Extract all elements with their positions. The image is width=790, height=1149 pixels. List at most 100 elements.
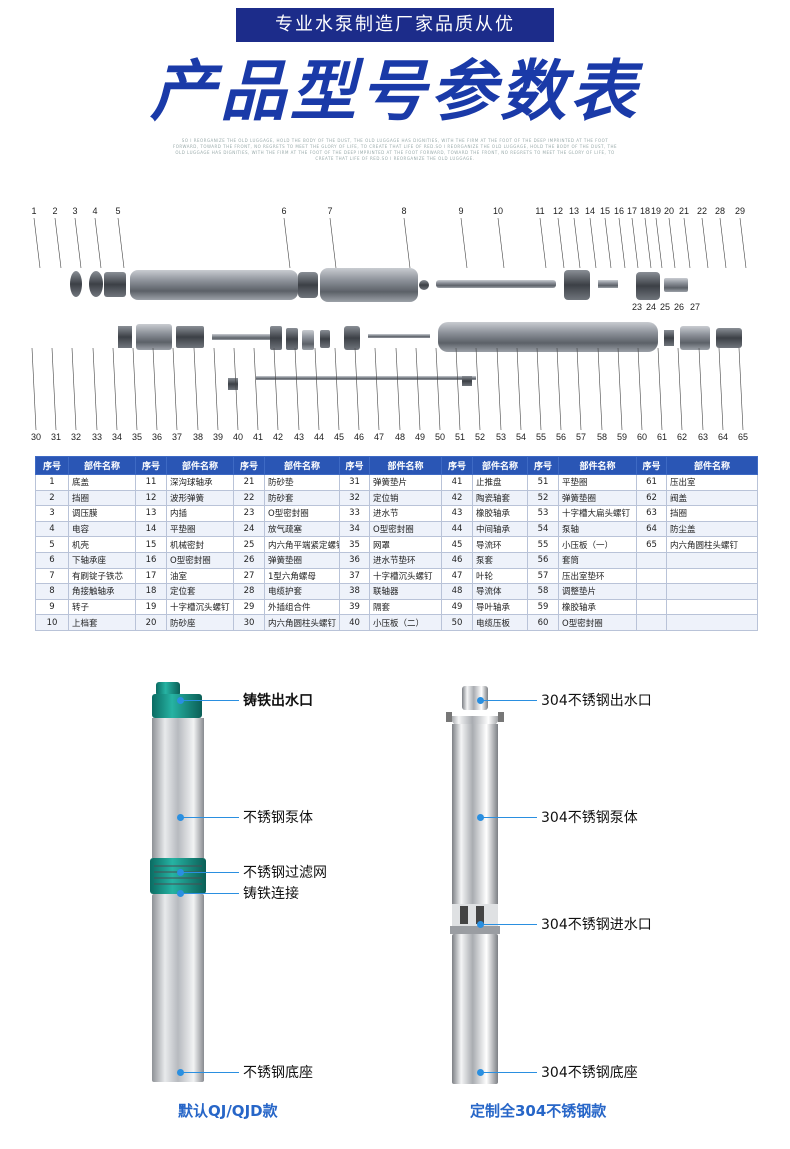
right-outlet-label: 304不锈钢出水口 (541, 693, 652, 709)
part-number-label: 4 (92, 206, 97, 216)
leader-line (496, 347, 502, 431)
part-number-label: 14 (585, 206, 595, 216)
leader-line (557, 217, 565, 269)
part-name-cell: 隔套 (369, 598, 442, 616)
leader-line (54, 217, 62, 269)
right-pump-image (442, 686, 508, 1086)
part-number-cell: 35 (339, 536, 370, 553)
marker-right-body (477, 814, 484, 821)
leader-line (334, 347, 340, 431)
part-number-cell: 61 (636, 474, 667, 491)
part-number-label: 36 (152, 432, 162, 442)
part-number-label: 51 (455, 432, 465, 442)
leader-line (31, 347, 37, 431)
part-name-cell: 底盖 (68, 474, 136, 491)
part-number-label: 2 (52, 206, 57, 216)
part-name-cell: 角接触轴承 (68, 583, 136, 600)
marker-left-outlet (177, 697, 184, 704)
part-number-label: 29 (735, 206, 745, 216)
left-model-name: 默认QJ/QJD款 (178, 1102, 278, 1120)
part-number-cell: 55 (527, 536, 559, 553)
part-number-label: 15 (600, 206, 610, 216)
leader-line (683, 217, 691, 269)
part-number-cell: 58 (527, 583, 559, 600)
part-number-label: 54 (516, 432, 526, 442)
part-number-cell: 24 (233, 520, 265, 538)
marker-right-outlet (477, 697, 484, 704)
marker-right-inlet (477, 921, 484, 928)
leader-left-filter (181, 872, 239, 873)
part-number-cell: 54 (527, 520, 559, 538)
leader-line (719, 217, 727, 269)
leader-line (536, 347, 542, 431)
leader-line (403, 217, 411, 269)
part-name-cell: 止推盘 (472, 474, 528, 491)
part-number-label: 12 (553, 206, 563, 216)
part-name-cell: 内六角圆柱头螺钉 (264, 614, 340, 631)
leader-line (132, 347, 138, 431)
part-number-label: 5 (115, 206, 120, 216)
part-number-label: 42 (273, 432, 283, 442)
part-number-label: 60 (637, 432, 647, 442)
leader-line (92, 347, 98, 431)
part-number-cell: 22 (233, 489, 265, 507)
part-number-cell: 33 (339, 505, 370, 522)
leader-line (455, 347, 461, 431)
table-header-cell: 部件名称 (558, 456, 637, 475)
left-connector-label: 铸铁连接 (243, 886, 299, 902)
part-number-label: 8 (401, 206, 406, 216)
part-name-cell: 泵轴 (558, 520, 637, 538)
table-header-cell: 部件名称 (68, 456, 136, 475)
part-number-cell: 64 (636, 520, 667, 538)
leader-line (415, 347, 421, 431)
part-number-cell: 62 (636, 489, 667, 507)
part-number-label: 22 (697, 206, 707, 216)
part-name-cell: 定位销 (369, 489, 442, 507)
part-number-cell: 34 (339, 520, 370, 538)
right-base-label: 304不锈钢底座 (541, 1065, 638, 1081)
part-number-label: 45 (334, 432, 344, 442)
part-name-cell: 弹簧垫片 (369, 474, 442, 491)
part-number-cell: 13 (135, 505, 167, 522)
leader-line (556, 347, 562, 431)
leader-line (435, 347, 441, 431)
leader-lines (31, 217, 747, 431)
part-number-label: 24 (646, 302, 656, 312)
leader-line (604, 217, 612, 269)
part-number-cell: 16 (135, 551, 167, 569)
part-name-cell: 弹簧垫圈 (264, 551, 340, 569)
marker-left-filter (177, 869, 184, 876)
part-number-cell: 21 (233, 474, 265, 491)
decorative-fine-print: SO I REORGANIZE THE OLD LUGGAGE, HOLD TH… (172, 138, 618, 161)
diagram-lower-row (118, 322, 742, 390)
left-body-label: 不锈钢泵体 (243, 810, 313, 826)
table-header-cell: 序号 (135, 456, 167, 475)
leader-line (738, 347, 744, 431)
part-number-label: 34 (112, 432, 122, 442)
part-name-cell: 外插组合件 (264, 598, 340, 616)
part-number-label: 62 (677, 432, 687, 442)
leader-line (294, 347, 300, 431)
table-header-cell: 序号 (233, 456, 265, 475)
part-name-cell: O型密封圈 (166, 551, 234, 569)
part-name-cell: 调压膜 (68, 505, 136, 522)
part-number-cell: 48 (441, 583, 473, 600)
part-number-label: 7 (327, 206, 332, 216)
part-number-label: 59 (617, 432, 627, 442)
part-number-cell: 7 (35, 567, 69, 585)
leader-line (283, 217, 291, 269)
part-name-cell: 定位套 (166, 583, 234, 600)
table-header-cell: 序号 (339, 456, 370, 475)
table-header-cell: 部件名称 (166, 456, 234, 475)
leader-line (314, 347, 320, 431)
part-number-cell: 25 (233, 536, 265, 553)
leader-line (701, 217, 709, 269)
